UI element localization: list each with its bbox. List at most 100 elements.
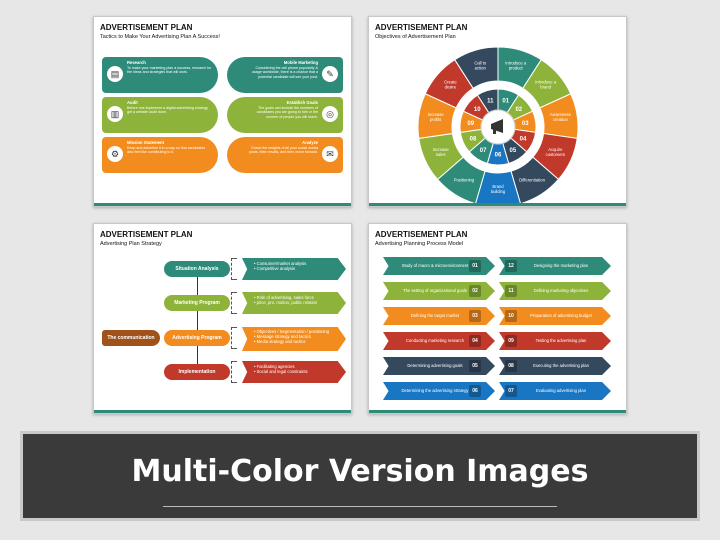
detail-text: Social and legal constraints [256,369,308,375]
detail-text: Consumer/market analysis [256,261,307,266]
slide-subtitle: Objectives of Advertisement Plan [375,34,456,40]
slide-thumbnail-strategy[interactable]: ADVERTISEMENT PLAN Advertising Plan Stra… [93,223,352,414]
strategy-step: Marketing Program [164,295,230,311]
tactic-text: Before one implement a digital advertisi… [127,105,209,115]
slide-title: ADVERTISEMENT PLAN [375,230,468,239]
document-icon: ▤ [107,66,123,82]
process-step: Designing the marketing plan 12 [499,257,611,275]
bullet-icon: • [254,266,257,272]
detail-text: Message strategy and tactics [256,334,311,340]
wheel-number: 04 [520,136,527,142]
detail-item: • Consumer/market analysis [254,261,336,266]
tactic-text: The goals can include the numbers of can… [256,105,318,119]
bullet-icon: • [254,364,257,369]
tactic-text: Considering the cell phone popularity & … [251,65,318,79]
tactic-title: Mission Statement [127,140,164,145]
wheel-number: 10 [474,107,481,113]
bullet-icon: • [254,261,257,266]
slide-thumbnail-objectives[interactable]: ADVERTISEMENT PLAN Objectives of Adverti… [368,16,627,207]
detail-bracket [231,258,237,280]
tactic-title: Analyze [302,140,318,145]
detail-bracket [231,292,237,314]
detail-item: • Objectives / Segmentation / positionin… [254,329,336,334]
slide-thumbnail-tactics[interactable]: ADVERTISEMENT PLAN Tactics to Make Your … [93,16,352,207]
process-label: Determining advertising goals [407,363,463,368]
megaphone-icon [491,119,503,134]
edit-icon: ✎ [322,66,338,82]
banner-title: Multi-Color Version Images [131,454,589,489]
process-label: Executing the advertising plan [533,363,589,368]
process-number: 04 [469,335,481,347]
process-number: 09 [505,335,517,347]
process-step: Defining marketing objectives 11 [499,282,611,300]
process-number: 12 [505,260,517,272]
bullet-icon: • [254,300,257,306]
slide-thumbnail-process[interactable]: ADVERTISEMENT PLAN Advertising Planning … [368,223,627,414]
detail-item: • Role of advertising, sales force [254,295,336,300]
communication-box: The communication [102,330,160,346]
detail-item: • Media strategy and tactics [254,339,336,344]
wheel-number: 11 [487,99,494,105]
banner-divider [163,506,557,507]
process-step: Preparation of advertising budget 10 [499,307,611,325]
detail-text: Role of advertising, sales force [256,295,314,300]
bullet-icon: • [254,329,257,334]
strategy-step: Situation Analysis [164,261,230,277]
tactic-title: Audit [127,100,138,105]
analytics-icon: ✉ [322,146,338,162]
wheel-number: 07 [480,148,487,154]
wheel-number: 02 [515,107,522,113]
wheel-number: 09 [467,121,474,127]
process-number: 02 [469,285,481,297]
flow-connector [197,277,198,295]
process-number: 10 [505,310,517,322]
bullet-icon: • [254,369,257,375]
slide-title: ADVERTISEMENT PLAN [100,230,193,239]
wheel-number: 05 [510,148,517,154]
process-label: Defining the target market [410,313,460,318]
detail-bracket [231,327,237,349]
flow-connector [197,346,198,364]
detail-text: Facilitating agencies [256,364,295,369]
process-label: Determining the advertising strategy [401,388,469,393]
tactic-title: Research [127,60,146,65]
process-number: 08 [505,360,517,372]
process-label: Defining marketing objectives [533,288,589,293]
wheel-segment [454,46,499,89]
process-number: 06 [469,385,481,397]
tactic-title: Establish Goals [286,100,318,105]
tactic-title: Mobile Marketing [283,60,318,65]
process-step: Executing the advertising plan 08 [499,357,611,375]
wheel-label: Differentiation [519,177,545,182]
process-label: Study of macro & microenvironment [401,263,469,268]
process-number: 11 [505,285,517,297]
strategy-step: Implementation [164,364,230,380]
wheel-number: 01 [502,99,509,105]
process-step: Conducting marketing research 04 [383,332,495,350]
strategy-detail: • Role of advertising, sales force• pric… [242,292,346,314]
bullet-icon: • [254,334,257,340]
slide-subtitle: Tactics to Make Your Advertising Plan A … [100,34,220,40]
bullet-icon: • [254,295,257,300]
process-label: Evaluating advertising plan [535,388,587,393]
version-banner: Multi-Color Version Images [20,431,700,521]
process-label: Designing the marketing plan [533,263,589,268]
process-label: Preparation of advertising budget [530,313,592,318]
process-label: Conducting marketing research [405,338,465,343]
wheel-gap [452,81,544,173]
